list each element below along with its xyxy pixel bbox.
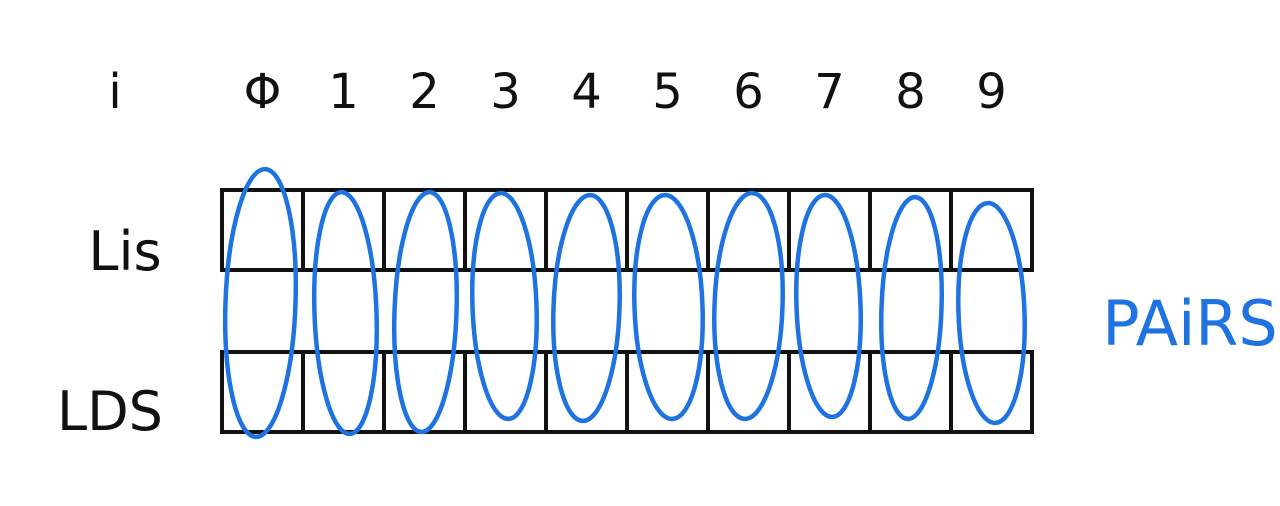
index-label: 7 — [814, 64, 845, 120]
index-label: 4 — [571, 64, 602, 120]
pair-oval — [794, 192, 863, 420]
pair-oval — [551, 192, 622, 424]
pair-oval — [391, 189, 460, 435]
index-label: 6 — [733, 64, 764, 120]
pair-oval — [956, 200, 1027, 426]
index-label: 5 — [652, 64, 683, 120]
index-variable-label: i — [108, 64, 121, 120]
pair-oval — [712, 190, 785, 422]
index-label: 9 — [976, 64, 1007, 120]
lds-array — [220, 350, 1034, 434]
pair-oval — [879, 194, 944, 422]
index-label: 2 — [409, 64, 440, 120]
index-label: Φ — [244, 64, 282, 120]
row-label-lds: LDS — [57, 380, 163, 443]
pair-oval — [311, 189, 380, 437]
pair-oval — [222, 166, 299, 440]
pair-oval — [632, 192, 705, 422]
index-label: 1 — [328, 64, 359, 120]
row-label-lis: Lis — [88, 220, 161, 283]
lis-array — [220, 188, 1034, 272]
index-label: 8 — [895, 64, 926, 120]
pairs-annotation: PAiRS — [1102, 287, 1278, 360]
pair-ovals — [222, 166, 1027, 440]
pair-oval — [470, 190, 539, 422]
index-label: 3 — [490, 64, 521, 120]
